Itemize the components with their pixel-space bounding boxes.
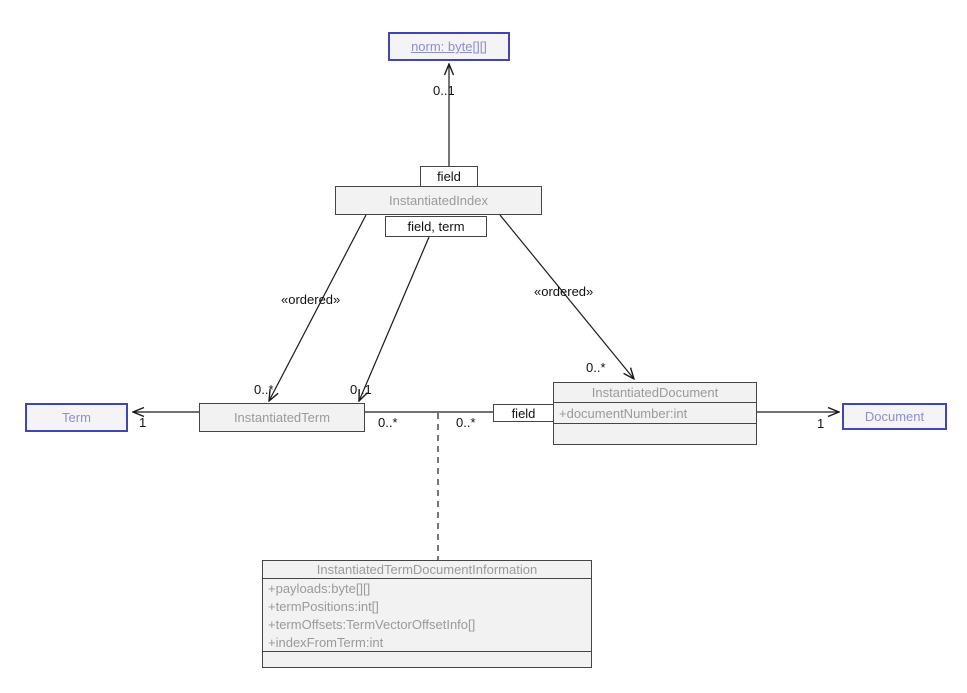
edge-index-to-document-ordered (499, 214, 634, 379)
qualifier-field-label: field (437, 169, 461, 184)
stereotype-ordered-right: «ordered» (534, 284, 594, 299)
attribute: +documentNumber:int (559, 406, 688, 421)
multiplicity-term: 1 (139, 415, 147, 430)
multiplicity-instterm-left: 0..* (254, 382, 274, 397)
class-instantiated-term-label: InstantiatedTerm (233, 410, 331, 425)
edge-fieldterm-to-term (359, 236, 430, 401)
class-itdi-label: InstantiatedTermDocumentInformation (316, 562, 538, 577)
multiplicity-instdocument: 0..* (586, 360, 606, 375)
class-instantiated-index-label: InstantiatedIndex (388, 193, 489, 208)
stereotype-ordered-left: «ordered» (281, 292, 341, 307)
class-norm[interactable]: norm: byte[][] (388, 32, 510, 61)
class-instantiated-term-document-information[interactable]: InstantiatedTermDocumentInformation +pay… (262, 560, 592, 668)
class-term[interactable]: Term (25, 403, 128, 432)
attribute: +indexFromTerm:int (268, 635, 384, 650)
multiplicity-instterm-right: 0..1 (350, 382, 372, 397)
methods-compartment-empty (554, 424, 756, 444)
qualifier-field-term: field, term (385, 216, 487, 237)
class-instantiated-document[interactable]: InstantiatedDocument +documentNumber:int (553, 382, 757, 445)
class-norm-label: norm: byte[][] (411, 39, 487, 54)
class-instantiated-index[interactable]: InstantiatedIndex (335, 186, 542, 215)
class-instantiated-term[interactable]: InstantiatedTerm (199, 403, 365, 432)
attribute: +termOffsets:TermVectorOffsetInfo[] (268, 617, 476, 632)
methods-compartment-empty (263, 652, 591, 667)
attribute: +termPositions:int[] (268, 599, 379, 614)
multiplicity-norm: 0..1 (433, 83, 455, 98)
qualifier-document-field-label: field (511, 405, 536, 421)
class-document[interactable]: Document (842, 403, 947, 430)
multiplicity-document: 1 (817, 416, 825, 431)
qualifier-field: field (420, 166, 478, 187)
multiplicity-assoc-document-side: 0..* (456, 415, 476, 430)
class-document-label: Document (864, 409, 925, 424)
multiplicity-assoc-term-side: 0..* (378, 415, 398, 430)
edge-index-to-term-ordered (269, 214, 367, 401)
qualifier-document-field: field (493, 404, 554, 422)
class-term-label: Term (62, 410, 91, 425)
class-instantiated-document-label: InstantiatedDocument (591, 385, 719, 400)
attribute: +payloads:byte[][] (268, 581, 371, 596)
qualifier-field-term-label: field, term (407, 219, 465, 234)
